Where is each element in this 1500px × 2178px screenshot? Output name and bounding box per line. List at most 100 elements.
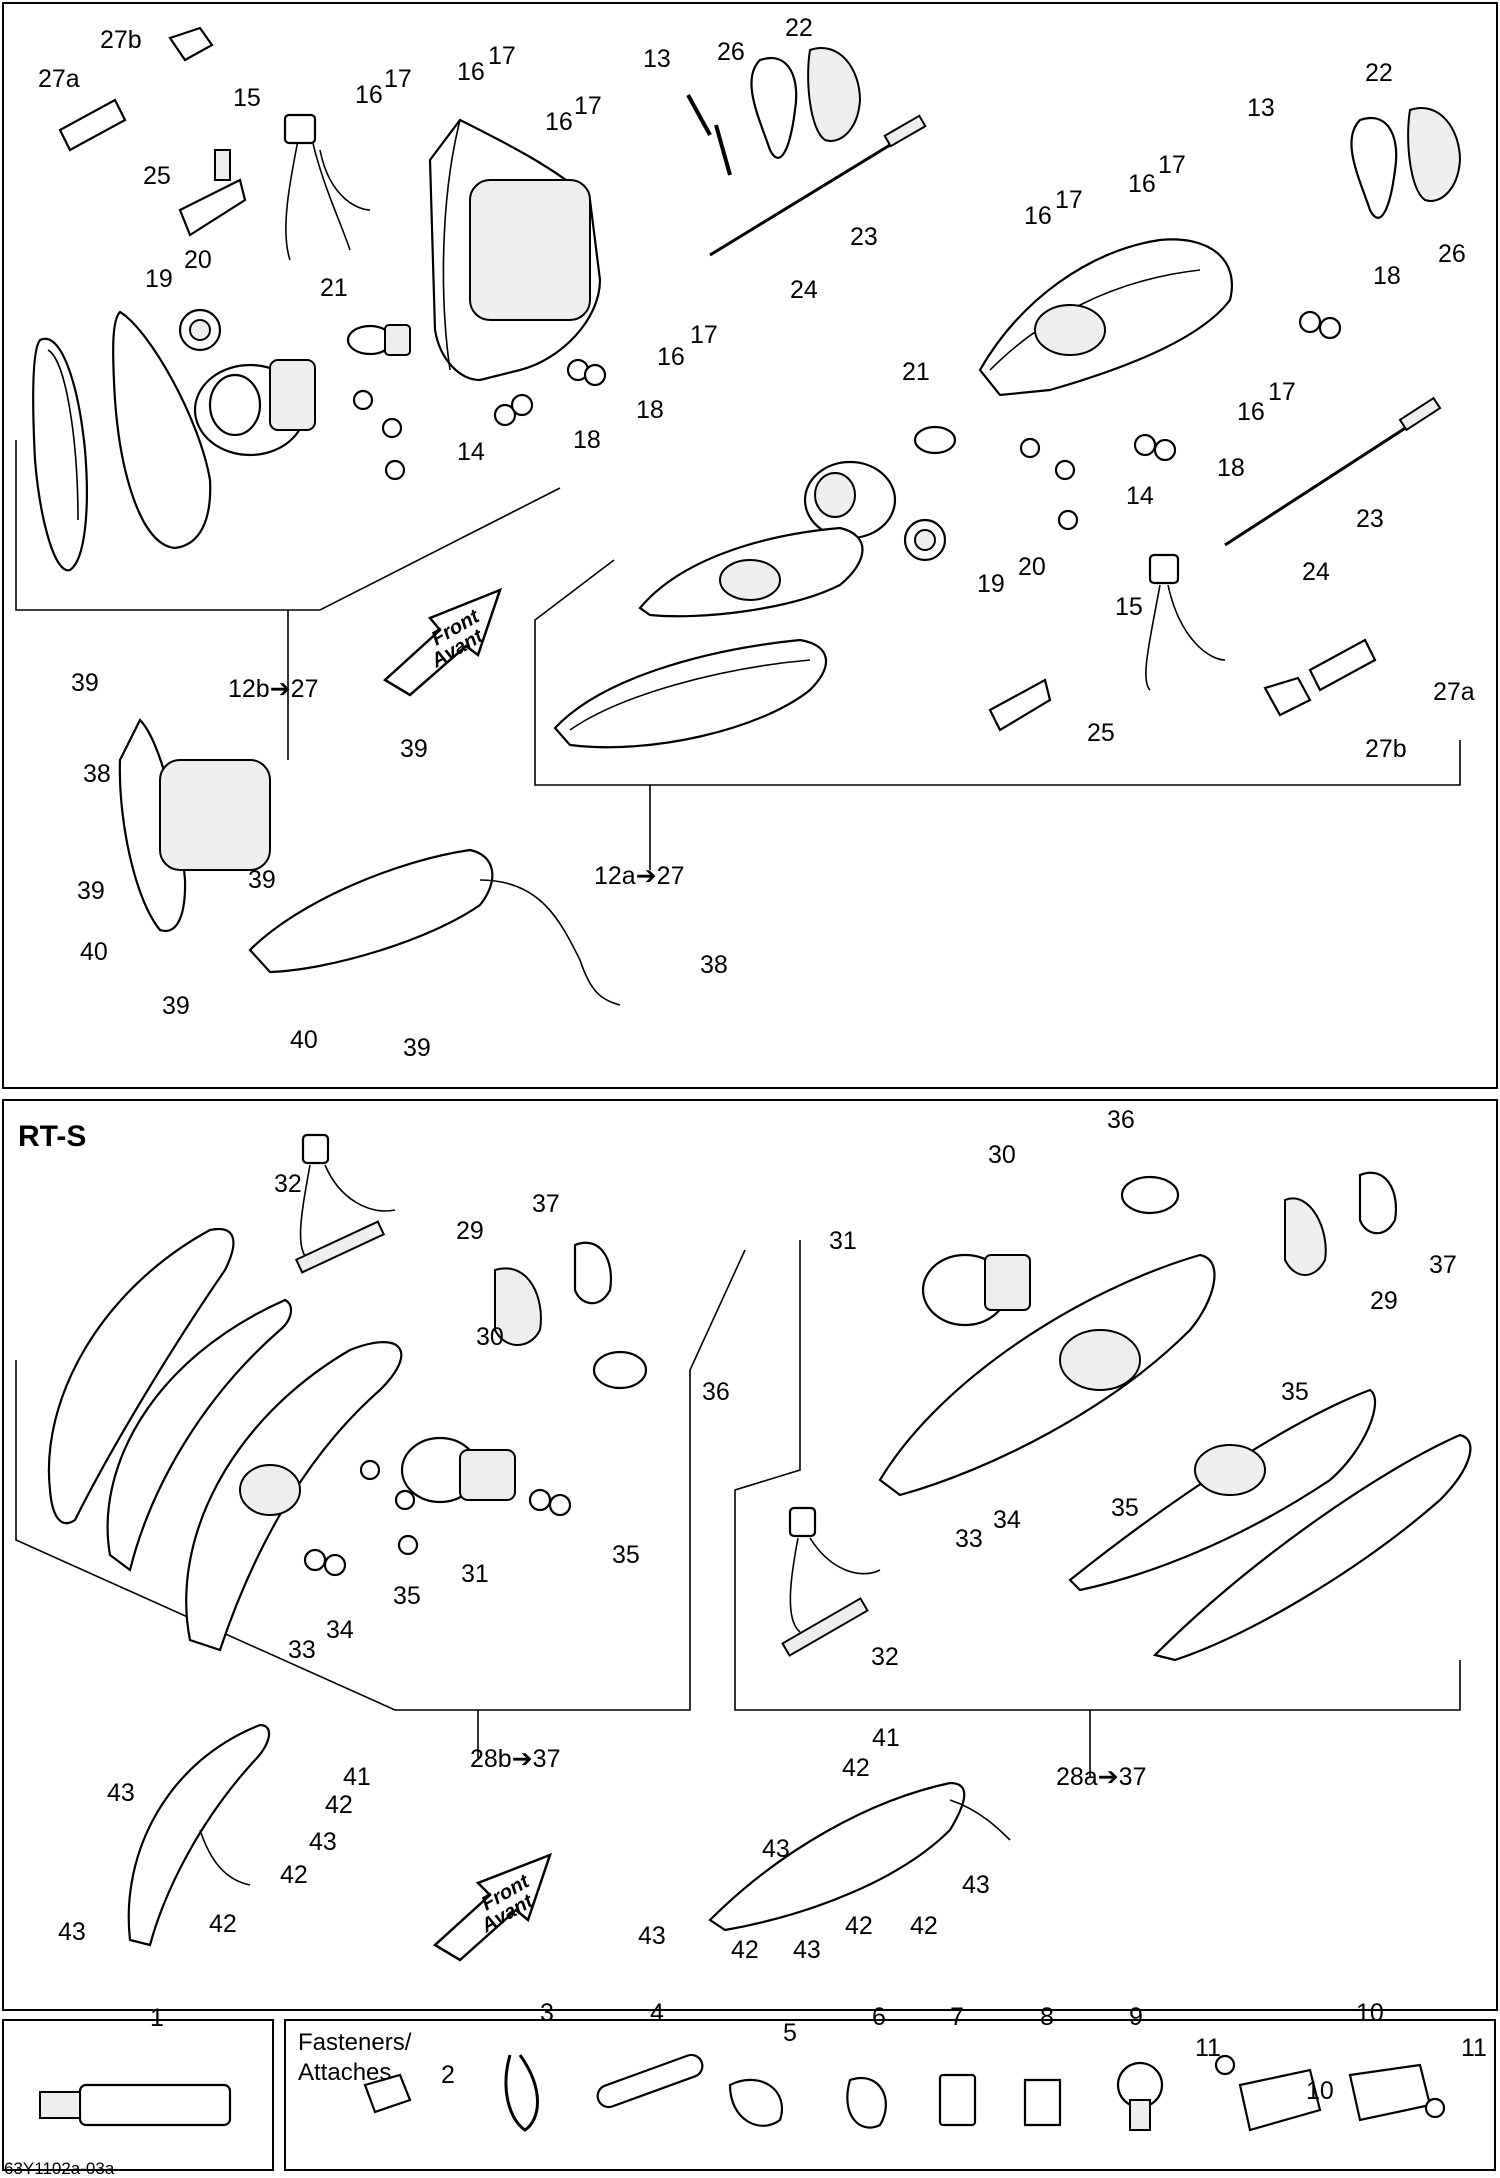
callout-17-c: 17 <box>574 92 602 120</box>
diagram-caption: 63Y1102a-03a <box>4 2159 115 2178</box>
callout-43-e: 43 <box>962 1871 990 1899</box>
left-bezel <box>112 310 212 550</box>
fastener-5-clamp <box>728 2078 783 2127</box>
callout-30-b: 30 <box>988 1141 1016 1169</box>
right-housing <box>978 238 1233 397</box>
right-bulb-21 <box>913 425 957 455</box>
right-grommets-18 <box>1133 310 1342 462</box>
callout-38-b: 38 <box>700 951 728 979</box>
callout-15-b: 15 <box>1115 593 1143 621</box>
callout-29-a: 29 <box>456 1217 484 1245</box>
left-bracket-25 <box>178 149 247 237</box>
callout-25-b: 25 <box>1087 719 1115 747</box>
callout-35-b: 35 <box>393 1582 421 1610</box>
callout-11a: 11 <box>1195 2034 1221 2062</box>
callout-41-a: 41 <box>343 1763 371 1791</box>
callout-27b-a: 27b <box>100 26 142 54</box>
callout-29-b: 29 <box>1370 1287 1398 1315</box>
rts-left-bulb-36 <box>592 1350 648 1390</box>
callout-24-b: 24 <box>1302 558 1330 586</box>
right-adjuster-23 <box>1224 396 1442 547</box>
callout-18-a: 18 <box>636 396 664 424</box>
callout-42-g: 42 <box>731 1936 759 1964</box>
right-bracket-25 <box>988 678 1052 732</box>
fastener-3-tie <box>504 2054 539 2132</box>
right-lens <box>553 638 828 749</box>
callout-12a: 12a➔27 <box>594 862 684 890</box>
fasteners-title-1: Fasteners/ <box>298 2029 412 2056</box>
sealant-tube <box>39 2083 232 2127</box>
callout-26-a: 26 <box>717 38 745 66</box>
callout-42-b: 42 <box>280 1861 308 1889</box>
rts-title: RT-S <box>18 1120 86 1153</box>
callout-27a-a: 27a <box>38 65 80 93</box>
callout-16-f: 16 <box>1024 202 1052 230</box>
callout-39-f: 39 <box>403 1034 431 1062</box>
left-projector-module <box>193 359 316 457</box>
callout-39-e: 39 <box>162 992 190 1020</box>
front-arrow-top: Front Avant <box>382 587 503 697</box>
rts-right-bulb-36 <box>1120 1175 1180 1215</box>
callout-21-a: 21 <box>320 274 348 302</box>
callout-36-b: 36 <box>1107 1106 1135 1134</box>
sealant-panel-frame <box>2 2019 274 2171</box>
rts-left-lens <box>47 1227 235 1525</box>
callout-40-b: 40 <box>290 1026 318 1054</box>
callout-34-b: 34 <box>993 1506 1021 1534</box>
group-outline-left <box>15 440 561 611</box>
callout-14-b: 14 <box>1126 482 1154 510</box>
callout-19-b: 19 <box>977 570 1005 598</box>
callout-27a-b: 27a <box>1433 678 1475 706</box>
connector-27b-right <box>1263 676 1312 717</box>
rts-right-bezel <box>1068 1388 1376 1592</box>
connector-27a-left <box>58 98 127 152</box>
callout-38-a: 38 <box>83 760 111 788</box>
callout-5: 5 <box>783 2019 797 2047</box>
callout-25-a: 25 <box>143 162 171 190</box>
callout-43-c: 43 <box>58 1918 86 1946</box>
callout-32-a: 32 <box>274 1170 302 1198</box>
right-cover-22 <box>1407 107 1462 202</box>
callout-24-a: 24 <box>790 276 818 304</box>
fastener-11-nut <box>1214 2054 1446 2119</box>
callout-4: 4 <box>650 1999 664 2027</box>
callout-14-a: 14 <box>457 438 485 466</box>
callout-16-e: 16 <box>1128 170 1156 198</box>
right-nuts-14 <box>1019 437 1079 531</box>
callout-28a: 28a➔37 <box>1056 1763 1146 1791</box>
callout-27b-b: 27b <box>1365 735 1407 763</box>
callout-26-b: 26 <box>1438 240 1466 268</box>
rts-group-outline-left <box>15 1249 746 1711</box>
callout-37-b: 37 <box>1429 1251 1457 1279</box>
callout-22-b: 22 <box>1365 59 1393 87</box>
callout-17-e: 17 <box>1158 151 1186 179</box>
callout-43-a: 43 <box>107 1779 135 1807</box>
callout-13-a: 13 <box>643 45 671 73</box>
callout-3: 3 <box>540 1999 554 2027</box>
right-projector-module <box>803 460 897 540</box>
connector-27a-right <box>1308 638 1377 692</box>
callout-21-b: 21 <box>902 358 930 386</box>
callout-10: 10 <box>1356 1999 1384 2027</box>
left-harness-15 <box>283 113 371 261</box>
callout-42-a: 42 <box>325 1791 353 1819</box>
callout-43-d: 43 <box>762 1835 790 1863</box>
left-gasket-26 <box>750 57 798 159</box>
rts-group-outline-right <box>734 1240 1461 1711</box>
callout-35-d: 35 <box>1111 1494 1139 1522</box>
assembly-28a <box>708 1781 1011 1932</box>
left-bulb-socket-19 <box>178 308 222 352</box>
callout-41-b: 41 <box>872 1724 900 1752</box>
callout-18-d: 18 <box>1217 454 1245 482</box>
rts-right-cover-29 <box>1284 1197 1327 1276</box>
fastener-9-rivet <box>1116 2061 1164 2131</box>
callout-16-d: 16 <box>657 343 685 371</box>
left-housing <box>428 118 602 382</box>
callout-12b: 12b➔27 <box>228 675 318 703</box>
rts-left-bezel <box>106 1298 293 1572</box>
callout-42-c: 42 <box>209 1910 237 1938</box>
right-bulb-socket-19 <box>903 518 947 562</box>
callout-15-a: 15 <box>233 84 261 112</box>
assembly-12b <box>118 718 271 933</box>
